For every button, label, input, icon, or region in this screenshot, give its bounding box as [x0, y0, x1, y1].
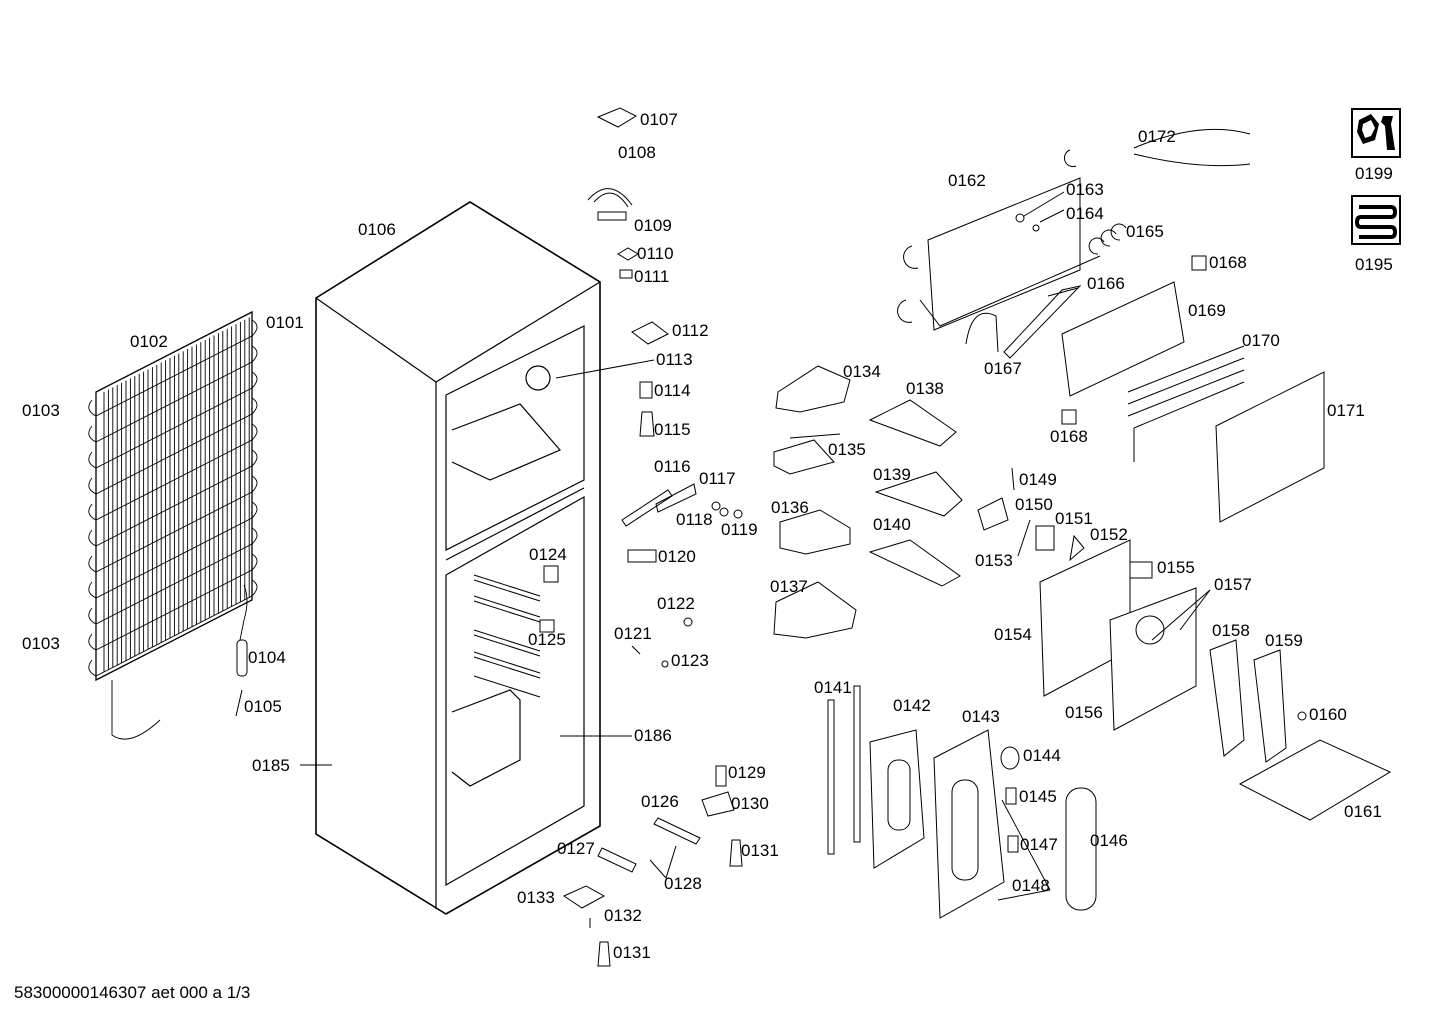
leader-lines	[300, 191, 1211, 901]
part-label[interactable]: 0172	[1138, 127, 1176, 146]
legend-label-service: 0199	[1355, 164, 1393, 183]
part-label[interactable]: 0142	[893, 696, 931, 715]
part-label[interactable]: 0130	[731, 794, 769, 813]
coil-icon[interactable]	[1351, 195, 1401, 245]
part-label[interactable]: 0117	[699, 469, 736, 488]
legend-label-coil: 0195	[1355, 255, 1393, 274]
part-label[interactable]: 0107	[640, 110, 678, 129]
part-label[interactable]: 0131	[741, 841, 779, 860]
part-label[interactable]: 0131	[613, 943, 651, 962]
document-footer: 58300000146307 aet 000 a 1/3	[14, 983, 251, 1002]
part-label[interactable]: 0151	[1055, 509, 1093, 528]
part-label[interactable]: 0148	[1012, 876, 1050, 895]
part-label[interactable]: 0106	[358, 220, 396, 239]
part-label[interactable]: 0108	[618, 143, 656, 162]
part-label[interactable]: 0144	[1023, 746, 1061, 765]
part-label[interactable]: 0122	[657, 594, 695, 613]
wrench-nut-icon-graphic	[1357, 114, 1395, 150]
component-sketches	[235, 107, 1392, 967]
part-label[interactable]: 0146	[1090, 831, 1128, 850]
part-label[interactable]: 0163	[1066, 180, 1104, 199]
part-label[interactable]: 0133	[517, 888, 555, 907]
condenser-drawing	[88, 310, 258, 740]
part-label[interactable]: 0152	[1090, 525, 1128, 544]
part-label[interactable]: 0132	[604, 906, 642, 925]
part-label[interactable]: 0105	[244, 697, 282, 716]
part-label[interactable]: 0143	[962, 707, 1000, 726]
part-label[interactable]: 0127	[557, 839, 595, 858]
part-label[interactable]: 0121	[614, 624, 652, 643]
part-label[interactable]: 0169	[1188, 301, 1226, 320]
part-label[interactable]: 0164	[1066, 204, 1104, 223]
part-label[interactable]: 0129	[728, 763, 766, 782]
part-label[interactable]: 0103	[22, 401, 60, 420]
part-label[interactable]: 0126	[641, 792, 679, 811]
part-label[interactable]: 0101	[266, 313, 304, 332]
part-label[interactable]: 0166	[1087, 274, 1125, 293]
part-label[interactable]: 0140	[873, 515, 911, 534]
part-label[interactable]: 0118	[676, 510, 713, 529]
part-label[interactable]: 0113	[656, 350, 693, 369]
part-label[interactable]: 0159	[1265, 631, 1303, 650]
part-label[interactable]: 0156	[1065, 703, 1103, 722]
part-label[interactable]: 0155	[1157, 558, 1195, 577]
part-label[interactable]: 0111	[634, 267, 670, 286]
wrench-nut-icon[interactable]	[1351, 108, 1401, 158]
condenser-tube	[88, 579, 258, 677]
part-label[interactable]: 0137	[770, 577, 808, 596]
part-label[interactable]: 0119	[721, 520, 758, 539]
part-label[interactable]: 0141	[814, 678, 852, 697]
part-label[interactable]: 0167	[984, 359, 1022, 378]
part-label[interactable]: 0120	[658, 547, 696, 566]
part-label[interactable]: 0110	[637, 244, 674, 263]
part-label[interactable]: 0165	[1126, 222, 1164, 241]
part-label[interactable]: 0125	[528, 630, 566, 649]
part-label[interactable]: 0158	[1212, 621, 1250, 640]
part-label[interactable]: 0112	[672, 321, 709, 340]
part-label[interactable]: 0103	[22, 634, 60, 653]
part-label[interactable]: 0185	[252, 756, 290, 775]
part-label[interactable]: 0150	[1015, 495, 1053, 514]
part-label[interactable]: 0139	[873, 465, 911, 484]
part-label[interactable]: 0109	[634, 216, 672, 235]
part-label[interactable]: 0134	[843, 362, 881, 381]
part-label[interactable]: 0153	[975, 551, 1013, 570]
part-label[interactable]: 0186	[634, 726, 672, 745]
part-label[interactable]: 0102	[130, 332, 168, 351]
part-label[interactable]: 0124	[529, 545, 567, 564]
part-label[interactable]: 0149	[1019, 470, 1057, 489]
part-label[interactable]: 0123	[671, 651, 709, 670]
part-label[interactable]: 0162	[948, 171, 986, 190]
part-label[interactable]: 0154	[994, 625, 1032, 644]
part-label[interactable]: 0135	[828, 440, 866, 459]
part-label[interactable]: 0160	[1309, 705, 1347, 724]
part-label[interactable]: 0115	[654, 420, 691, 439]
part-label[interactable]: 0104	[248, 648, 286, 667]
cabinet-drawing	[315, 201, 601, 915]
part-label[interactable]: 0114	[654, 381, 691, 400]
part-label[interactable]: 0128	[664, 874, 702, 893]
part-label[interactable]: 0145	[1019, 787, 1057, 806]
part-label[interactable]: 0157	[1214, 575, 1252, 594]
part-label[interactable]: 0168	[1209, 253, 1247, 272]
part-label[interactable]: 0138	[906, 379, 944, 398]
part-label[interactable]: 0161	[1344, 802, 1382, 821]
part-label[interactable]: 0116	[654, 457, 691, 476]
part-label[interactable]: 0147	[1020, 835, 1058, 854]
part-label[interactable]: 0168	[1050, 427, 1088, 446]
part-label[interactable]: 0170	[1242, 331, 1280, 350]
part-label[interactable]: 0136	[771, 498, 809, 517]
coil-icon-graphic	[1354, 205, 1398, 239]
part-label[interactable]: 0171	[1327, 401, 1365, 420]
